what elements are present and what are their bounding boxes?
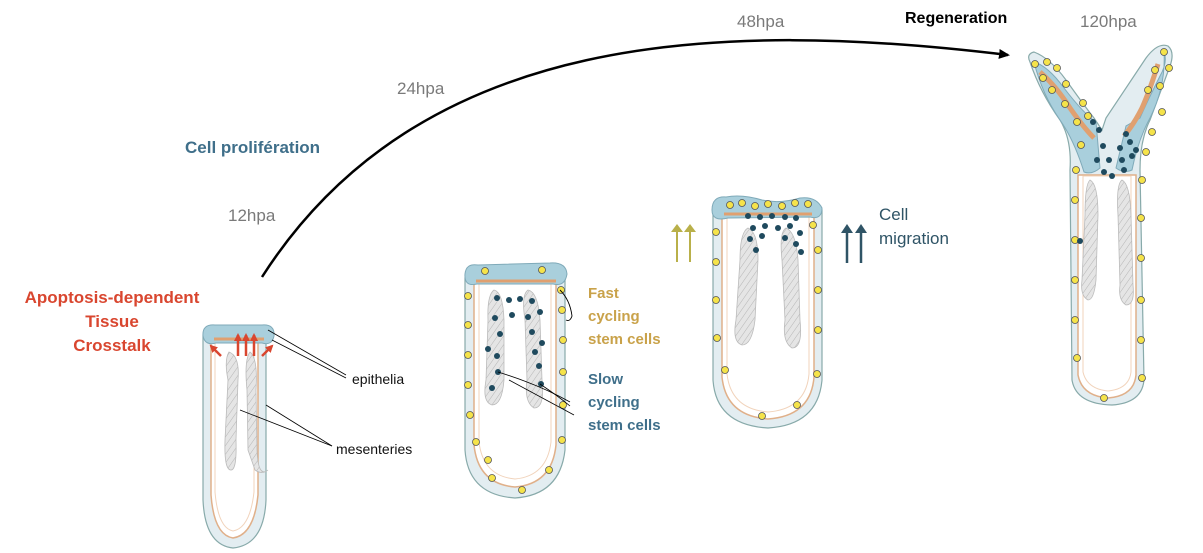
apoptosis-label: Apoptosis-dependent Tissue Crosstalk [6, 286, 218, 358]
slow-line-3: stem cells [588, 414, 661, 437]
time-label-120hpa: 120hpa [1080, 12, 1137, 32]
polyp-12hpa [203, 325, 346, 548]
migration-line-1: Cell [879, 203, 949, 227]
slow-line-1: Slow [588, 368, 661, 391]
fast-line-3: stem cells [588, 328, 661, 351]
slow-cycling-label: Slow cycling stem cells [588, 368, 661, 437]
regeneration-label: Regeneration [905, 10, 1007, 28]
time-label-48hpa: 48hpa [737, 12, 784, 32]
mesenteries-label: mesenteries [336, 441, 412, 457]
apoptosis-line-3: Crosstalk [6, 334, 218, 358]
polyp-24hpa [465, 263, 575, 498]
cell-migration-label: Cell migration [879, 203, 949, 251]
mesentery-left [225, 352, 238, 470]
fast-cycling-label: Fast cycling stem cells [588, 282, 661, 351]
apoptosis-line-2: Tissue [6, 310, 218, 334]
slow-cell-migration-arrows [841, 224, 867, 263]
fast-cell-migration-arrows [671, 224, 696, 262]
slow-line-2: cycling [588, 391, 661, 414]
cell-proliferation-label: Cell prolifération [185, 138, 320, 158]
epithelia-label: epithelia [352, 371, 404, 387]
apoptosis-line-1: Apoptosis-dependent [6, 286, 218, 310]
time-label-12hpa: 12hpa [228, 206, 275, 226]
fast-line-1: Fast [588, 282, 661, 305]
migration-line-2: migration [879, 227, 949, 251]
time-label-24hpa: 24hpa [397, 79, 444, 99]
fast-line-2: cycling [588, 305, 661, 328]
polyp-120hpa [1029, 45, 1173, 405]
polyp-48hpa [712, 196, 822, 428]
